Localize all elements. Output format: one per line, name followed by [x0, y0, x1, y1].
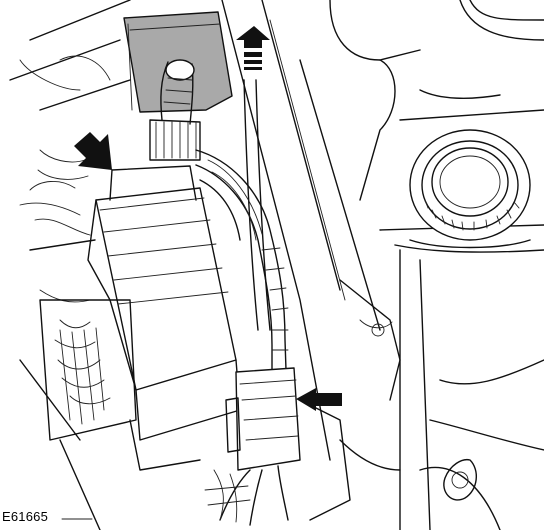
- reservoir-cap: [409, 129, 531, 249]
- wiring-harness: [149, 59, 289, 373]
- background-structure: [9, 0, 544, 530]
- large-connector: [37, 149, 241, 441]
- figure-code-label: E61665: [2, 509, 49, 524]
- lower-connector: [204, 367, 301, 526]
- diagonal-arrow-icon: [74, 132, 112, 170]
- left-arrow-icon: [296, 388, 342, 411]
- up-arrow-icon: [236, 26, 270, 70]
